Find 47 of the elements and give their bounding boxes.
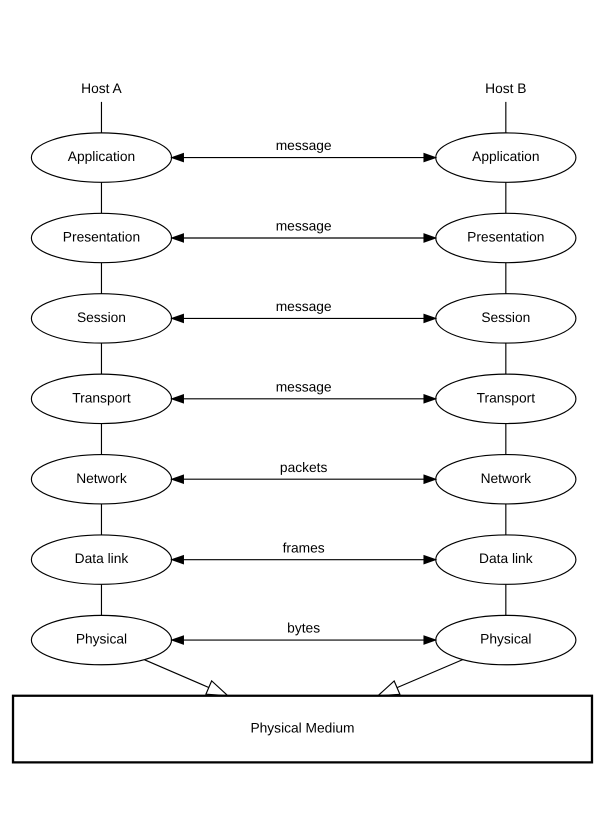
edge-label: frames bbox=[282, 540, 325, 555]
arrow bbox=[170, 474, 438, 484]
connector bbox=[100, 423, 102, 454]
edge-label: packets bbox=[280, 459, 328, 474]
edge-label: bytes bbox=[287, 620, 320, 636]
node-text: Host A bbox=[81, 80, 122, 96]
node-box: Physical Medium bbox=[12, 694, 594, 764]
connector bbox=[505, 342, 506, 374]
arrow bbox=[170, 634, 438, 644]
connector bbox=[100, 584, 102, 615]
node-ellipse: Network bbox=[435, 453, 576, 504]
node-ellipse: Physical bbox=[30, 614, 172, 665]
node-ellipse: Data link bbox=[30, 534, 172, 584]
arrow bbox=[170, 232, 438, 242]
node-ellipse: Session bbox=[30, 292, 172, 344]
edge-label: message bbox=[276, 218, 332, 234]
connector bbox=[505, 182, 506, 213]
node-ellipse: Presentation bbox=[435, 212, 576, 263]
node-ellipse: Physical bbox=[435, 614, 576, 665]
edge-label: message bbox=[276, 298, 332, 314]
arrow bbox=[170, 554, 438, 564]
node-ellipse: Transport bbox=[435, 373, 576, 424]
node-ellipse: Presentation bbox=[30, 212, 172, 263]
node-text: Host B bbox=[485, 80, 526, 96]
node-ellipse: Application bbox=[435, 132, 576, 182]
edge-label: message bbox=[276, 378, 332, 394]
node-ellipse: Data link bbox=[435, 534, 576, 584]
node-ellipse: Application bbox=[30, 132, 172, 182]
arrow bbox=[170, 393, 438, 404]
node-ellipse: Session bbox=[435, 292, 576, 344]
connector bbox=[505, 584, 506, 615]
connector bbox=[505, 423, 506, 454]
connector bbox=[505, 504, 506, 534]
edge-label: message bbox=[276, 138, 332, 153]
connector bbox=[100, 182, 102, 213]
connector bbox=[100, 342, 102, 374]
connector bbox=[505, 101, 506, 132]
arrow bbox=[376, 658, 463, 696]
arrow bbox=[144, 658, 230, 696]
connector bbox=[505, 262, 506, 294]
arrow bbox=[170, 313, 438, 323]
connector bbox=[100, 262, 102, 294]
connector bbox=[100, 504, 102, 534]
node-ellipse: Network bbox=[30, 453, 172, 504]
connector bbox=[100, 101, 102, 132]
node-ellipse: Transport bbox=[30, 373, 172, 424]
arrow bbox=[170, 152, 438, 162]
